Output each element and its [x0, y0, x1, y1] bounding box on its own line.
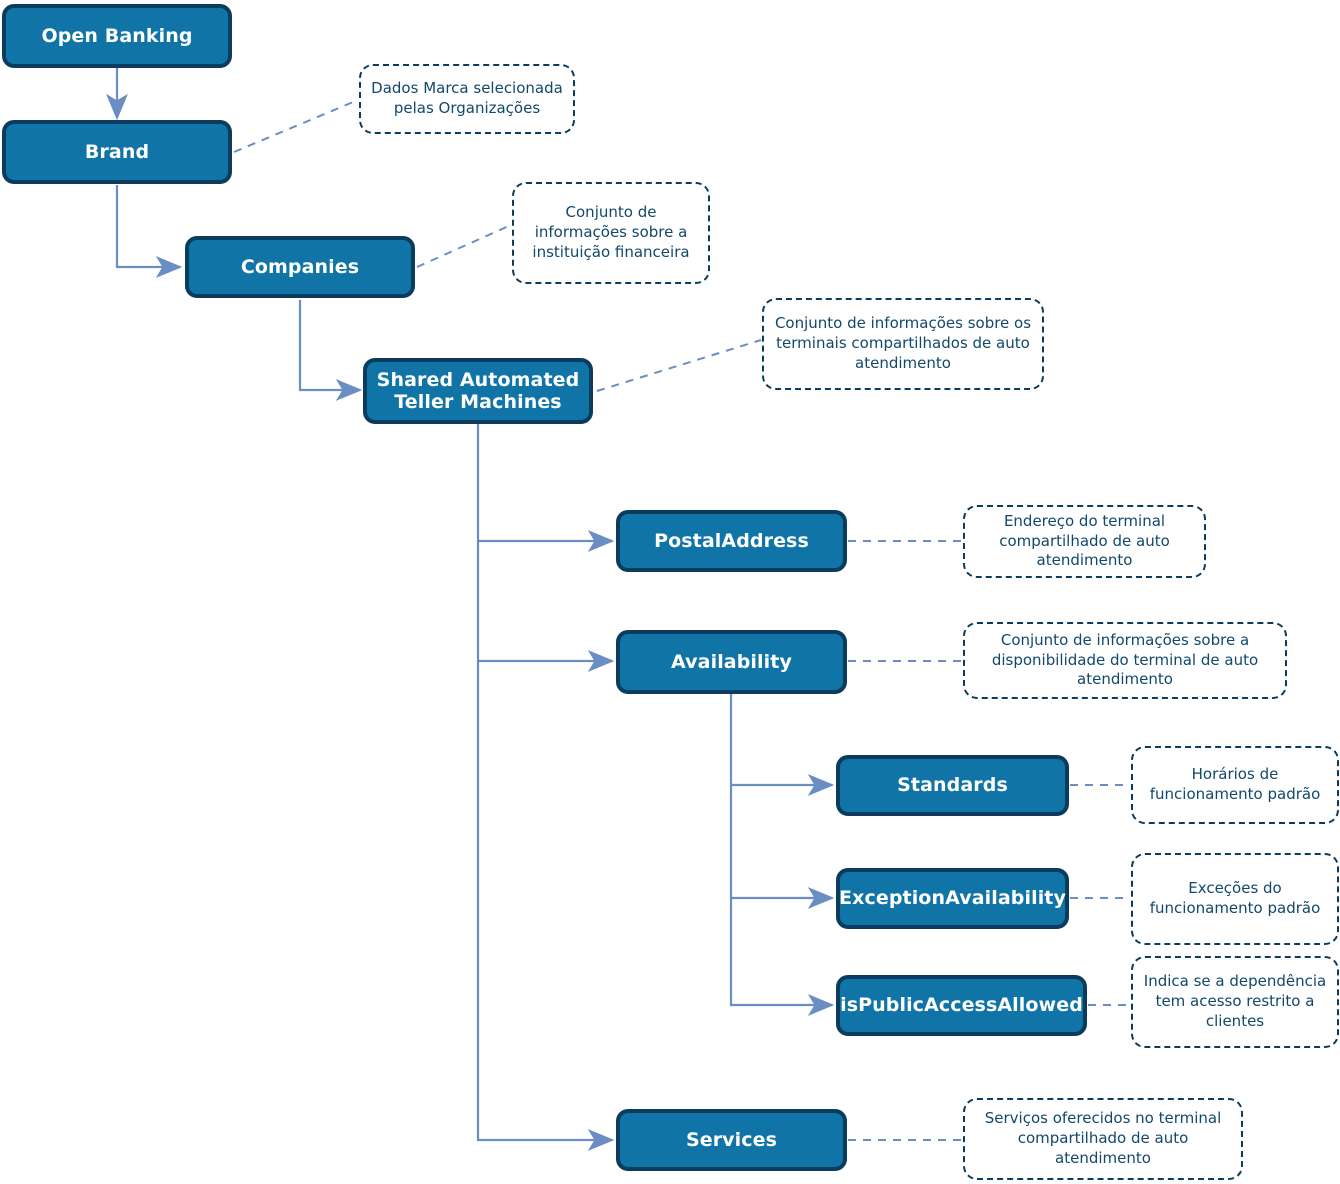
note-text-postal-address: Endereço do terminal compartilhado de au…	[999, 511, 1170, 570]
note-text-services: Serviços oferecidos no terminal comparti…	[984, 1109, 1222, 1167]
node-label-shared-automated-teller-machines: Shared Automated Teller Machines	[376, 368, 580, 413]
note-brand: Dados Marca selecionada pelas Organizaçõ…	[359, 64, 575, 134]
note-availability: Conjunto de informações sobre a disponib…	[963, 622, 1287, 699]
node-postal-address[interactable]: PostalAddress	[616, 510, 847, 572]
node-label-availability: Availability	[671, 650, 792, 673]
note-exception-availability: Exceções do funcionamento padrão	[1131, 853, 1339, 945]
edge-shared-atm-to-postal-address	[476, 424, 615, 552]
node-availability[interactable]: Availability	[616, 630, 847, 694]
node-label-companies: Companies	[240, 255, 360, 278]
note-text-companies: Conjunto de informações sobre a institui…	[532, 203, 690, 261]
node-services[interactable]: Services	[616, 1109, 847, 1171]
note-companies: Conjunto de informações sobre a institui…	[512, 182, 710, 284]
edge-shared-atm-to-note	[596, 339, 762, 392]
node-label-exception-availability: ExceptionAvailability	[839, 887, 1066, 910]
node-label-services: Services	[685, 1128, 778, 1151]
node-label-standards: Standards	[897, 774, 1008, 797]
node-label-open-banking: Open Banking	[41, 24, 193, 47]
node-exception-availability[interactable]: ExceptionAvailability	[836, 868, 1069, 929]
note-services: Serviços oferecidos no terminal comparti…	[963, 1098, 1243, 1180]
node-companies[interactable]: Companies	[185, 236, 415, 298]
edge-companies-to-note	[416, 224, 512, 268]
node-shared-automated-teller-machines[interactable]: Shared Automated Teller Machines	[363, 358, 593, 424]
node-brand[interactable]: Brand	[2, 120, 232, 184]
edge-availability-to-is-public-access-allowed	[729, 898, 835, 1016]
note-postal-address: Endereço do terminal compartilhado de au…	[963, 505, 1206, 578]
edge-shared-atm-to-availability	[476, 541, 615, 672]
edge-availability-to-exception-availability	[729, 785, 835, 909]
note-text-standards: Horários de funcionamento padrão	[1149, 765, 1321, 803]
note-text-shared-atm: Conjunto de informações sobre os termina…	[774, 314, 1032, 372]
note-text-is-public-access-allowed: Indica se a dependência tem acesso restr…	[1143, 972, 1327, 1030]
node-standards[interactable]: Standards	[836, 755, 1069, 816]
edge-companies-to-shared-atm	[298, 300, 363, 401]
edge-availability-to-standards	[729, 694, 835, 796]
node-label-postal-address: PostalAddress	[654, 529, 809, 552]
note-shared-atm: Conjunto de informações sobre os termina…	[762, 298, 1044, 390]
edge-shared-atm-to-services	[476, 661, 615, 1151]
node-label-brand: Brand	[84, 140, 150, 163]
node-label-is-public-access-allowed: isPublicAccessAllowed	[840, 994, 1083, 1017]
node-is-public-access-allowed[interactable]: isPublicAccessAllowed	[836, 975, 1087, 1036]
note-text-availability: Conjunto de informações sobre a disponib…	[991, 630, 1259, 689]
note-text-brand: Dados Marca selecionada pelas Organizaçõ…	[371, 79, 563, 117]
node-open-banking[interactable]: Open Banking	[2, 4, 232, 68]
note-is-public-access-allowed: Indica se a dependência tem acesso restr…	[1131, 956, 1339, 1048]
edge-brand-to-companies	[115, 185, 183, 278]
note-text-exception-availability: Exceções do funcionamento padrão	[1149, 879, 1321, 917]
edge-brand-to-note	[233, 99, 359, 153]
note-standards: Horários de funcionamento padrão	[1131, 746, 1339, 824]
